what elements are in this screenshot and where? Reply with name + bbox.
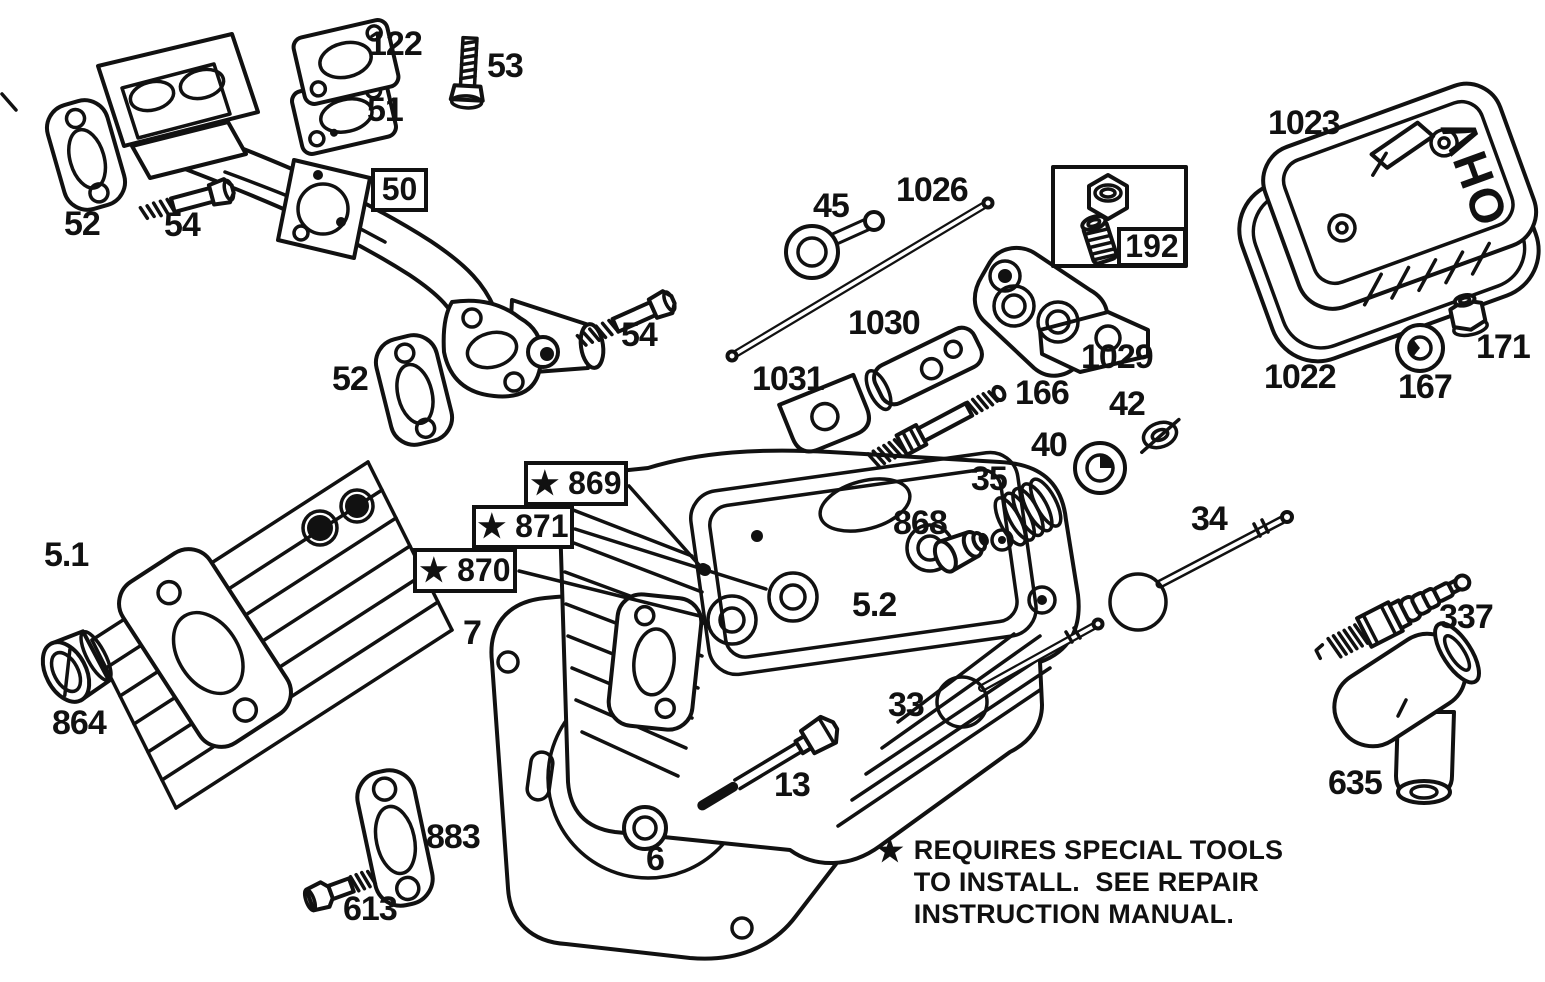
part-label-167: 167 xyxy=(1398,368,1453,406)
part-label-1031: 1031 xyxy=(752,360,825,398)
rocker-stud-drawing xyxy=(866,384,1007,468)
rocker-arm-drawing xyxy=(972,245,1150,378)
part-label-864: 864 xyxy=(52,704,107,742)
bolt-54-upper-drawing xyxy=(138,177,236,220)
valve-spring-drawing xyxy=(993,477,1063,547)
part-label-35: 35 xyxy=(971,460,1008,498)
cylinder-shield-drawing xyxy=(90,460,454,810)
part-label-635: 635 xyxy=(1328,764,1383,802)
part-label-869: ★ 869 xyxy=(524,461,628,506)
part-label-171: 171 xyxy=(1476,328,1531,366)
part-label-337: 337 xyxy=(1439,598,1494,636)
part-label-54-upper: 54 xyxy=(164,206,201,244)
part-label-1022: 1022 xyxy=(1264,358,1337,396)
part-label-53: 53 xyxy=(487,47,524,85)
spark-plug-boot-drawing xyxy=(1332,621,1481,805)
part-label-33: 33 xyxy=(888,686,925,724)
special-tools-note: ★ REQUIRES SPECIAL TOOLS TO INSTALL. SEE… xyxy=(876,834,1283,930)
note-line-1: REQUIRES SPECIAL TOOLS xyxy=(913,835,1284,865)
part-label-13: 13 xyxy=(774,766,811,804)
part-label-192: 192 xyxy=(1117,227,1187,267)
part-label-45: 45 xyxy=(813,187,850,225)
pivot-ball-drawing xyxy=(784,210,885,280)
note-line-3: INSTRUCTION MANUAL. xyxy=(913,899,1235,929)
part-label-1026: 1026 xyxy=(896,171,969,209)
push-rod-drawing xyxy=(725,196,995,363)
part-label-51: 51 xyxy=(367,91,404,129)
part-label-40: 40 xyxy=(1031,426,1068,464)
part-label-613: 613 xyxy=(343,890,398,928)
washer-6-drawing xyxy=(622,805,668,851)
part-label-5-2: 5.2 xyxy=(852,586,897,624)
intake-valve-drawing xyxy=(1108,510,1294,632)
head-bolt-drawing xyxy=(697,714,840,811)
part-label-34: 34 xyxy=(1191,500,1228,538)
part-label-870: ★ 870 xyxy=(413,548,517,593)
part-label-5-1: 5.1 xyxy=(44,536,89,574)
part-label-1023: 1023 xyxy=(1268,104,1341,142)
part-label-1029: 1029 xyxy=(1081,338,1154,376)
part-label-166: 166 xyxy=(1015,374,1070,412)
part-label-50: 50 xyxy=(371,168,428,212)
spring-retainer-drawing xyxy=(1073,441,1127,495)
part-label-54-lower: 54 xyxy=(621,316,658,354)
bolt-54-lower-drawing xyxy=(575,289,677,347)
guide-plate-drawing xyxy=(777,372,871,454)
callout-leader-lines xyxy=(517,484,768,619)
exhaust-valve-drawing xyxy=(935,617,1105,729)
part-label-7: 7 xyxy=(463,614,482,652)
washer-167-drawing xyxy=(1395,323,1445,373)
note-line-2: TO INSTALL. SEE REPAIR xyxy=(913,867,1259,897)
manifold-gasket-52-upper-drawing xyxy=(45,98,127,212)
nut-171-drawing xyxy=(1448,293,1489,338)
part-label-1030: 1030 xyxy=(848,304,921,342)
part-label-42: 42 xyxy=(1109,385,1146,423)
bolt-613-drawing xyxy=(302,869,378,913)
spacer-122-drawing xyxy=(291,18,401,106)
part-label-871: ★ 871 xyxy=(472,505,574,549)
edge-tick-mark xyxy=(0,92,18,112)
valve-seal-drawing xyxy=(932,529,989,574)
intake-manifold-drawing xyxy=(96,32,606,399)
exhaust-gasket-883-drawing xyxy=(355,768,435,908)
part-label-122: 122 xyxy=(368,25,423,63)
part-label-52-lower: 52 xyxy=(332,360,369,398)
part-label-868: 868 xyxy=(893,504,948,542)
part-label-6: 6 xyxy=(646,840,665,878)
valve-cap-drawing xyxy=(40,629,113,704)
cylinder-head-drawing xyxy=(557,448,1081,866)
part-label-52-upper: 52 xyxy=(64,205,101,243)
part-label-883: 883 xyxy=(426,818,481,856)
kit-box-drawing xyxy=(1051,165,1188,268)
valve-keeper-drawing xyxy=(1140,417,1181,455)
pivot-sleeve-drawing xyxy=(864,325,984,412)
manifold-gasket-52-lower-drawing xyxy=(373,333,455,447)
star-icon: ★ xyxy=(876,833,904,868)
bolt-53-drawing xyxy=(448,35,485,110)
spark-plug-drawing xyxy=(1314,573,1472,661)
